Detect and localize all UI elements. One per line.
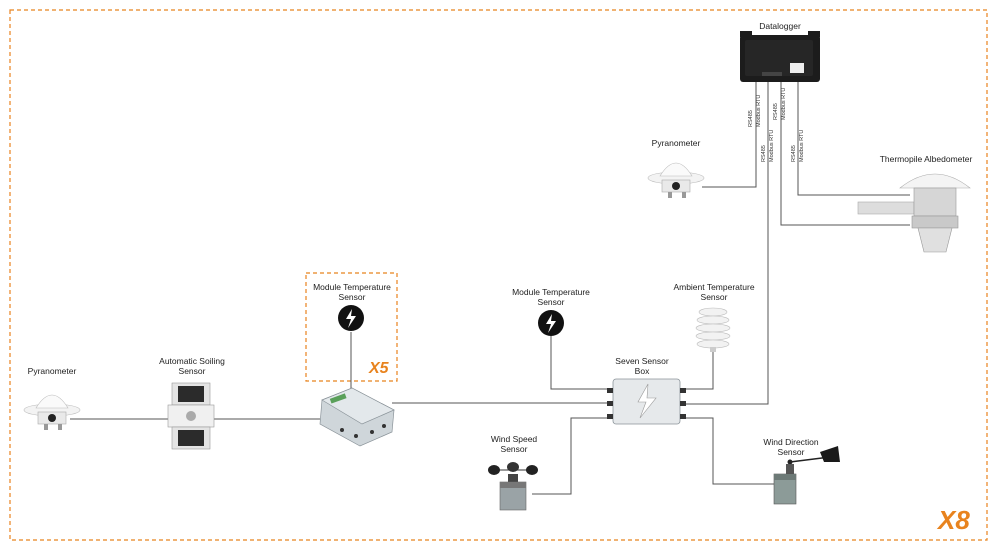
- ambient-temp-label: Ambient Temperature Sensor: [656, 282, 772, 302]
- bus-label-2b: Modbus RTU: [769, 130, 775, 162]
- soiling-label-line2: Sensor: [178, 366, 206, 376]
- thermopile-albedometer-device: [857, 173, 971, 253]
- ambient-temp-label-line2: Sensor: [700, 292, 728, 302]
- soiling-label-line1: Automatic Soiling: [159, 356, 225, 366]
- connection-lines: [70, 82, 910, 495]
- pyranometer-top-device: [647, 162, 705, 198]
- soiling-label: Automatic Soiling Sensor: [144, 356, 240, 376]
- module-temp-x5-label-line2: Sensor: [338, 292, 366, 302]
- bus-label-4a: RS485: [791, 145, 797, 162]
- bus-label-1b: Modbus RTU: [756, 95, 762, 127]
- wind-speed-sensor-device: [488, 462, 538, 511]
- wind-direction-sensor-device: [773, 446, 840, 505]
- line-windspeed-seven: [532, 417, 613, 495]
- bus-labels: RS485 Modbus RTU RS485 Modbus RTU RS485 …: [748, 88, 805, 162]
- module-temp-x5-label-line1: Module Temperature: [313, 282, 391, 292]
- bus-label-3b: Modbus RTU: [781, 88, 787, 120]
- soiling-sensor-device: [167, 382, 215, 450]
- line-pyranometer-top: [702, 82, 757, 188]
- seven-box-label-line2: Box: [634, 366, 650, 376]
- bus-label-3a: RS485: [773, 103, 779, 120]
- datalogger-device: [740, 31, 820, 82]
- pyranometer-top-label: Pyranometer: [651, 138, 701, 148]
- line-albedo-2: [780, 82, 910, 226]
- module-temp-x5-label: Module Temperature Sensor: [300, 282, 404, 302]
- ambient-temp-label-line1: Ambient Temperature: [673, 282, 755, 292]
- module-temp-2-label-line2: Sensor: [537, 297, 565, 307]
- x8-frame: [9, 9, 988, 541]
- line-winddir-seven: [680, 417, 774, 485]
- x5-multiplier: X5: [369, 360, 389, 377]
- pyranometer-left-device: [23, 394, 81, 430]
- seven-sensor-box-device: [607, 378, 686, 425]
- bus-label-1a: RS485: [748, 110, 754, 127]
- module-temp-2-label-line1: Module Temperature: [512, 287, 590, 297]
- seven-box-label: Seven Sensor Box: [602, 356, 682, 376]
- pyranometer-left-label: Pyranometer: [27, 366, 77, 376]
- seven-box-label-line1: Seven Sensor: [615, 356, 669, 366]
- wind-direction-label-line1: Wind Direction: [763, 437, 819, 447]
- bus-label-4b: Modbus RTU: [799, 130, 805, 162]
- junction-box-device: [319, 387, 395, 447]
- wind-speed-label-line2: Sensor: [500, 444, 528, 454]
- line-albedo-1: [797, 82, 910, 196]
- line-ambient-seven: [680, 352, 714, 390]
- bus-label-2a: RS485: [761, 145, 767, 162]
- x5-frame: [305, 272, 398, 382]
- ambient-temp-sensor-device: [695, 307, 731, 352]
- x8-multiplier: X8: [938, 505, 970, 535]
- line-seven-box-logger: [680, 82, 769, 405]
- wind-direction-label: Wind Direction Sensor: [746, 437, 836, 457]
- line-modtemp2-seven: [550, 336, 613, 390]
- wind-speed-label: Wind Speed Sensor: [474, 434, 554, 454]
- datalogger-label: Datalogger: [759, 21, 801, 31]
- thermopile-label: Thermopile Albedometer: [879, 154, 973, 164]
- module-temp-2-label: Module Temperature Sensor: [498, 287, 604, 307]
- module-temp-sensor-2-device: [538, 310, 564, 336]
- wind-speed-label-line1: Wind Speed: [490, 434, 538, 444]
- wind-direction-label-line2: Sensor: [777, 447, 805, 457]
- module-temp-sensor-x5-device: [338, 305, 364, 331]
